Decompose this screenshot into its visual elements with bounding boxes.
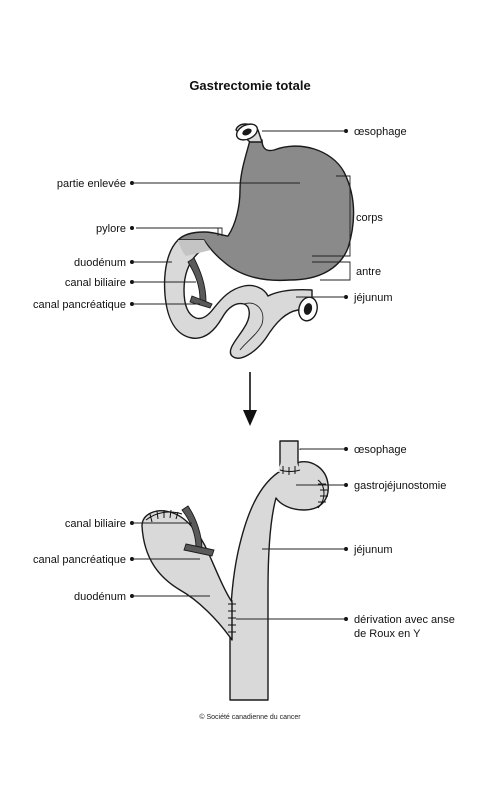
before-leaders [130,129,348,306]
before-antrum-bracket [312,261,351,281]
before-pylorus-bracket [136,227,223,236]
after-jejunum [229,461,329,701]
label-pancreatic-duct-after: canal pancréatique [33,554,126,566]
before-pancreatic-duct [189,295,213,309]
label-pancreatic-duct-before: canal pancréatique [33,299,126,311]
before-jejunum-lumen [303,303,313,315]
before-small-intestine [163,239,313,359]
diagram-title: Gastrectomie totale [189,78,310,93]
copyright-notice: © Société canadienne du cancer [199,713,301,721]
before-illustration: œsophage partie enlevée pylore corps duo… [33,123,407,359]
label-oesophagus-after: œsophage [354,444,407,456]
label-antrum: antre [356,266,381,278]
label-bile-duct-before: canal biliaire [65,277,126,289]
after-leaders [130,447,348,621]
before-loop-detail [239,302,264,351]
label-duodenum-after: duodénum [74,591,126,603]
label-bile-duct-after: canal biliaire [65,518,126,530]
after-duodenum [141,510,233,641]
after-pancreatic-duct [183,543,215,557]
after-staple-lines [145,466,328,640]
before-pylorus-band [178,240,211,256]
label-roux-line1: dérivation avec anse [354,614,455,626]
before-stomach [177,139,355,282]
after-illustration: œsophage gastrojéjunostomie canal biliai… [33,440,455,701]
label-body: corps [356,212,383,224]
label-jejunum-before: jéjunum [353,292,393,304]
label-roux-line2: de Roux en Y [354,628,421,640]
before-oesophagus-lumen [242,128,252,136]
label-gastrojejunostomy: gastrojéjunostomie [354,480,446,492]
label-pylorus: pylore [96,223,126,235]
down-arrow-icon [243,372,257,426]
label-removed-part: partie enlevée [57,178,126,190]
label-oesophagus-before: œsophage [354,126,407,138]
label-duodenum-before: duodénum [74,257,126,269]
before-body-bracket [312,175,351,257]
before-bile-duct [187,257,207,303]
label-jejunum-after: jéjunum [353,544,393,556]
